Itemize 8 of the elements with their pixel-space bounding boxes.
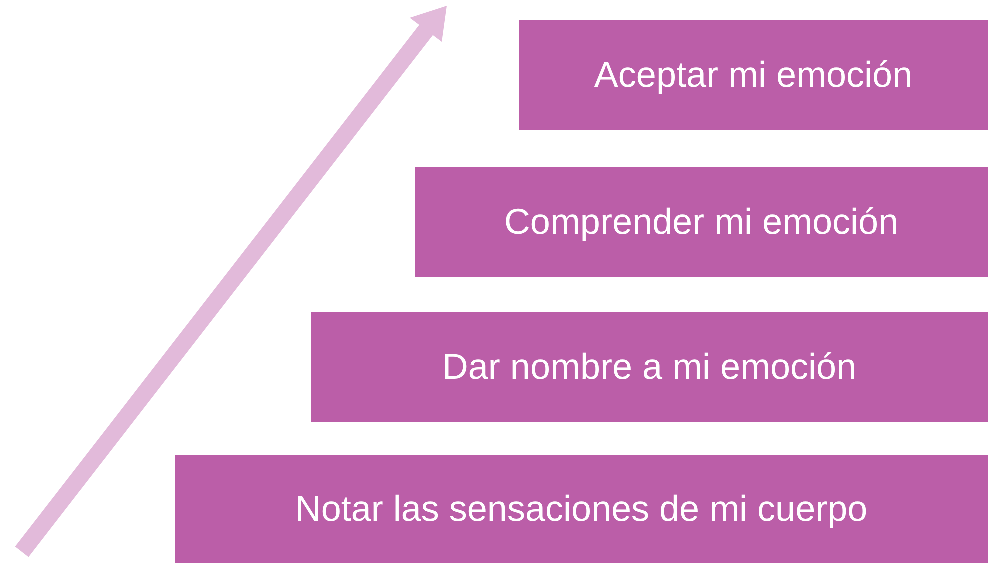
step-box	[175, 455, 988, 563]
step-box	[311, 312, 988, 422]
step-label: Notar las sensaciones de mi cuerpo	[295, 488, 868, 530]
step-box	[519, 20, 988, 130]
step-label: Aceptar mi emoción	[594, 54, 913, 96]
step-box	[415, 167, 988, 277]
step-label: Dar nombre a mi emoción	[442, 346, 857, 388]
step-label: Comprender mi emoción	[504, 201, 899, 243]
